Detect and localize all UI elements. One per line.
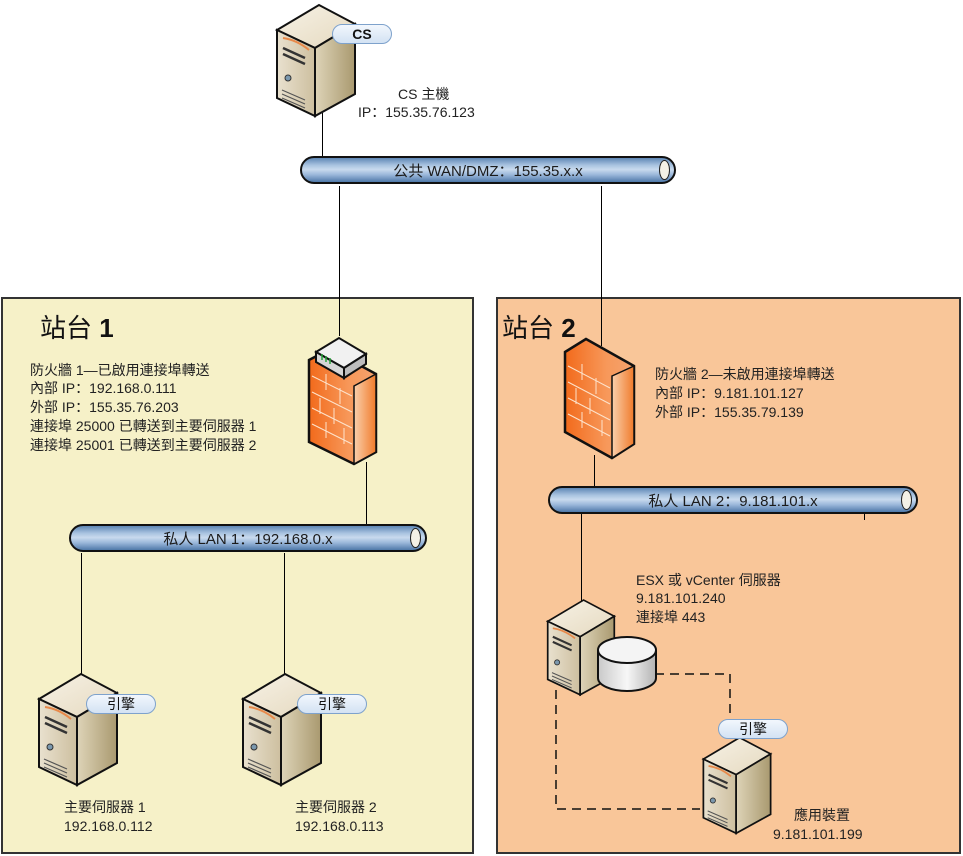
appliance-server-icon [701, 736, 773, 835]
site-1-title-text: 站台 [40, 313, 100, 343]
connector-cs-wan [322, 113, 323, 159]
wan-label: 公共 WAN/DMZ：155.35.x.x [393, 162, 583, 180]
firewall-1-icon [307, 336, 378, 466]
engine-badge: 引擎 [297, 694, 367, 714]
firewall-1-internal-ip: 內部 IP：192.168.0.111 [30, 380, 177, 396]
database-icon [597, 636, 657, 692]
engine-badge: 引擎 [86, 694, 156, 714]
primary-server-1-ip: 192.168.0.112 [64, 818, 153, 834]
cs-host-name: CS 主機 [398, 86, 450, 102]
engine-badge: 引擎 [718, 719, 788, 739]
firewall-1-title: 防火牆 1—已啟用連接埠轉送 [30, 362, 210, 378]
appliance-ip: 9.181.101.199 [773, 826, 863, 842]
site-2-title-text: 站台 [502, 313, 562, 343]
cs-badge: CS [332, 24, 392, 44]
primary-server-2-ip: 192.168.0.113 [295, 818, 384, 834]
cs-server-icon [274, 3, 358, 118]
connector-firewall1-lan1 [366, 462, 367, 524]
firewall-2-internal-ip: 內部 IP：9.181.101.127 [655, 385, 804, 401]
firewall-1-external-ip: 外部 IP：155.35.76.203 [30, 399, 179, 415]
firewall-1-forward-1: 連接埠 25000 已轉送到主要伺服器 1 [30, 418, 257, 434]
site-2-title: 站台 2 [502, 308, 576, 345]
primary-server-2-icon [240, 672, 324, 787]
firewall-2-icon [563, 337, 636, 460]
connector-lan1-server1 [81, 553, 82, 685]
wan-dmz-network: 公共 WAN/DMZ：155.35.x.x [300, 156, 676, 184]
connector-firewall2-lan2 [594, 455, 595, 487]
connector-wan-firewall2 [601, 186, 602, 346]
cs-host-ip: IP：155.35.76.123 [358, 104, 475, 120]
appliance-name: 應用裝置 [794, 807, 850, 823]
esx-server-name: ESX 或 vCenter 伺服器 [636, 572, 781, 588]
lan-2-network: 私人 LAN 2：9.181.101.x [548, 486, 918, 514]
primary-server-2-name: 主要伺服器 2 [295, 799, 377, 815]
esx-server-port: 連接埠 443 [636, 609, 706, 625]
pipe-end-cap [410, 528, 421, 548]
site-1-title: 站台 1 [40, 308, 114, 345]
site-2-title-num: 2 [561, 313, 576, 343]
lan2-label: 私人 LAN 2：9.181.101.x [648, 492, 818, 510]
connector-lan1-server2 [284, 553, 285, 685]
firewall-2-external-ip: 外部 IP：155.35.79.139 [655, 404, 804, 420]
firewall-1-forward-2: 連接埠 25001 已轉送到主要伺服器 2 [30, 437, 257, 453]
site-1-title-num: 1 [99, 313, 114, 343]
primary-server-1-name: 主要伺服器 1 [64, 799, 146, 815]
pipe-end-cap [659, 160, 670, 180]
firewall-2-title: 防火牆 2—未啟用連接埠轉送 [655, 366, 835, 382]
connector-lan2-esx [581, 514, 582, 604]
pipe-end-cap [901, 490, 912, 510]
primary-server-1-icon [36, 672, 120, 787]
lan-1-network: 私人 LAN 1：192.168.0.x [69, 524, 427, 552]
connector-wan-firewall1 [339, 186, 340, 336]
lan2-stub [864, 514, 865, 520]
lan1-label: 私人 LAN 1：192.168.0.x [163, 530, 333, 548]
esx-server-ip: 9.181.101.240 [636, 590, 726, 606]
